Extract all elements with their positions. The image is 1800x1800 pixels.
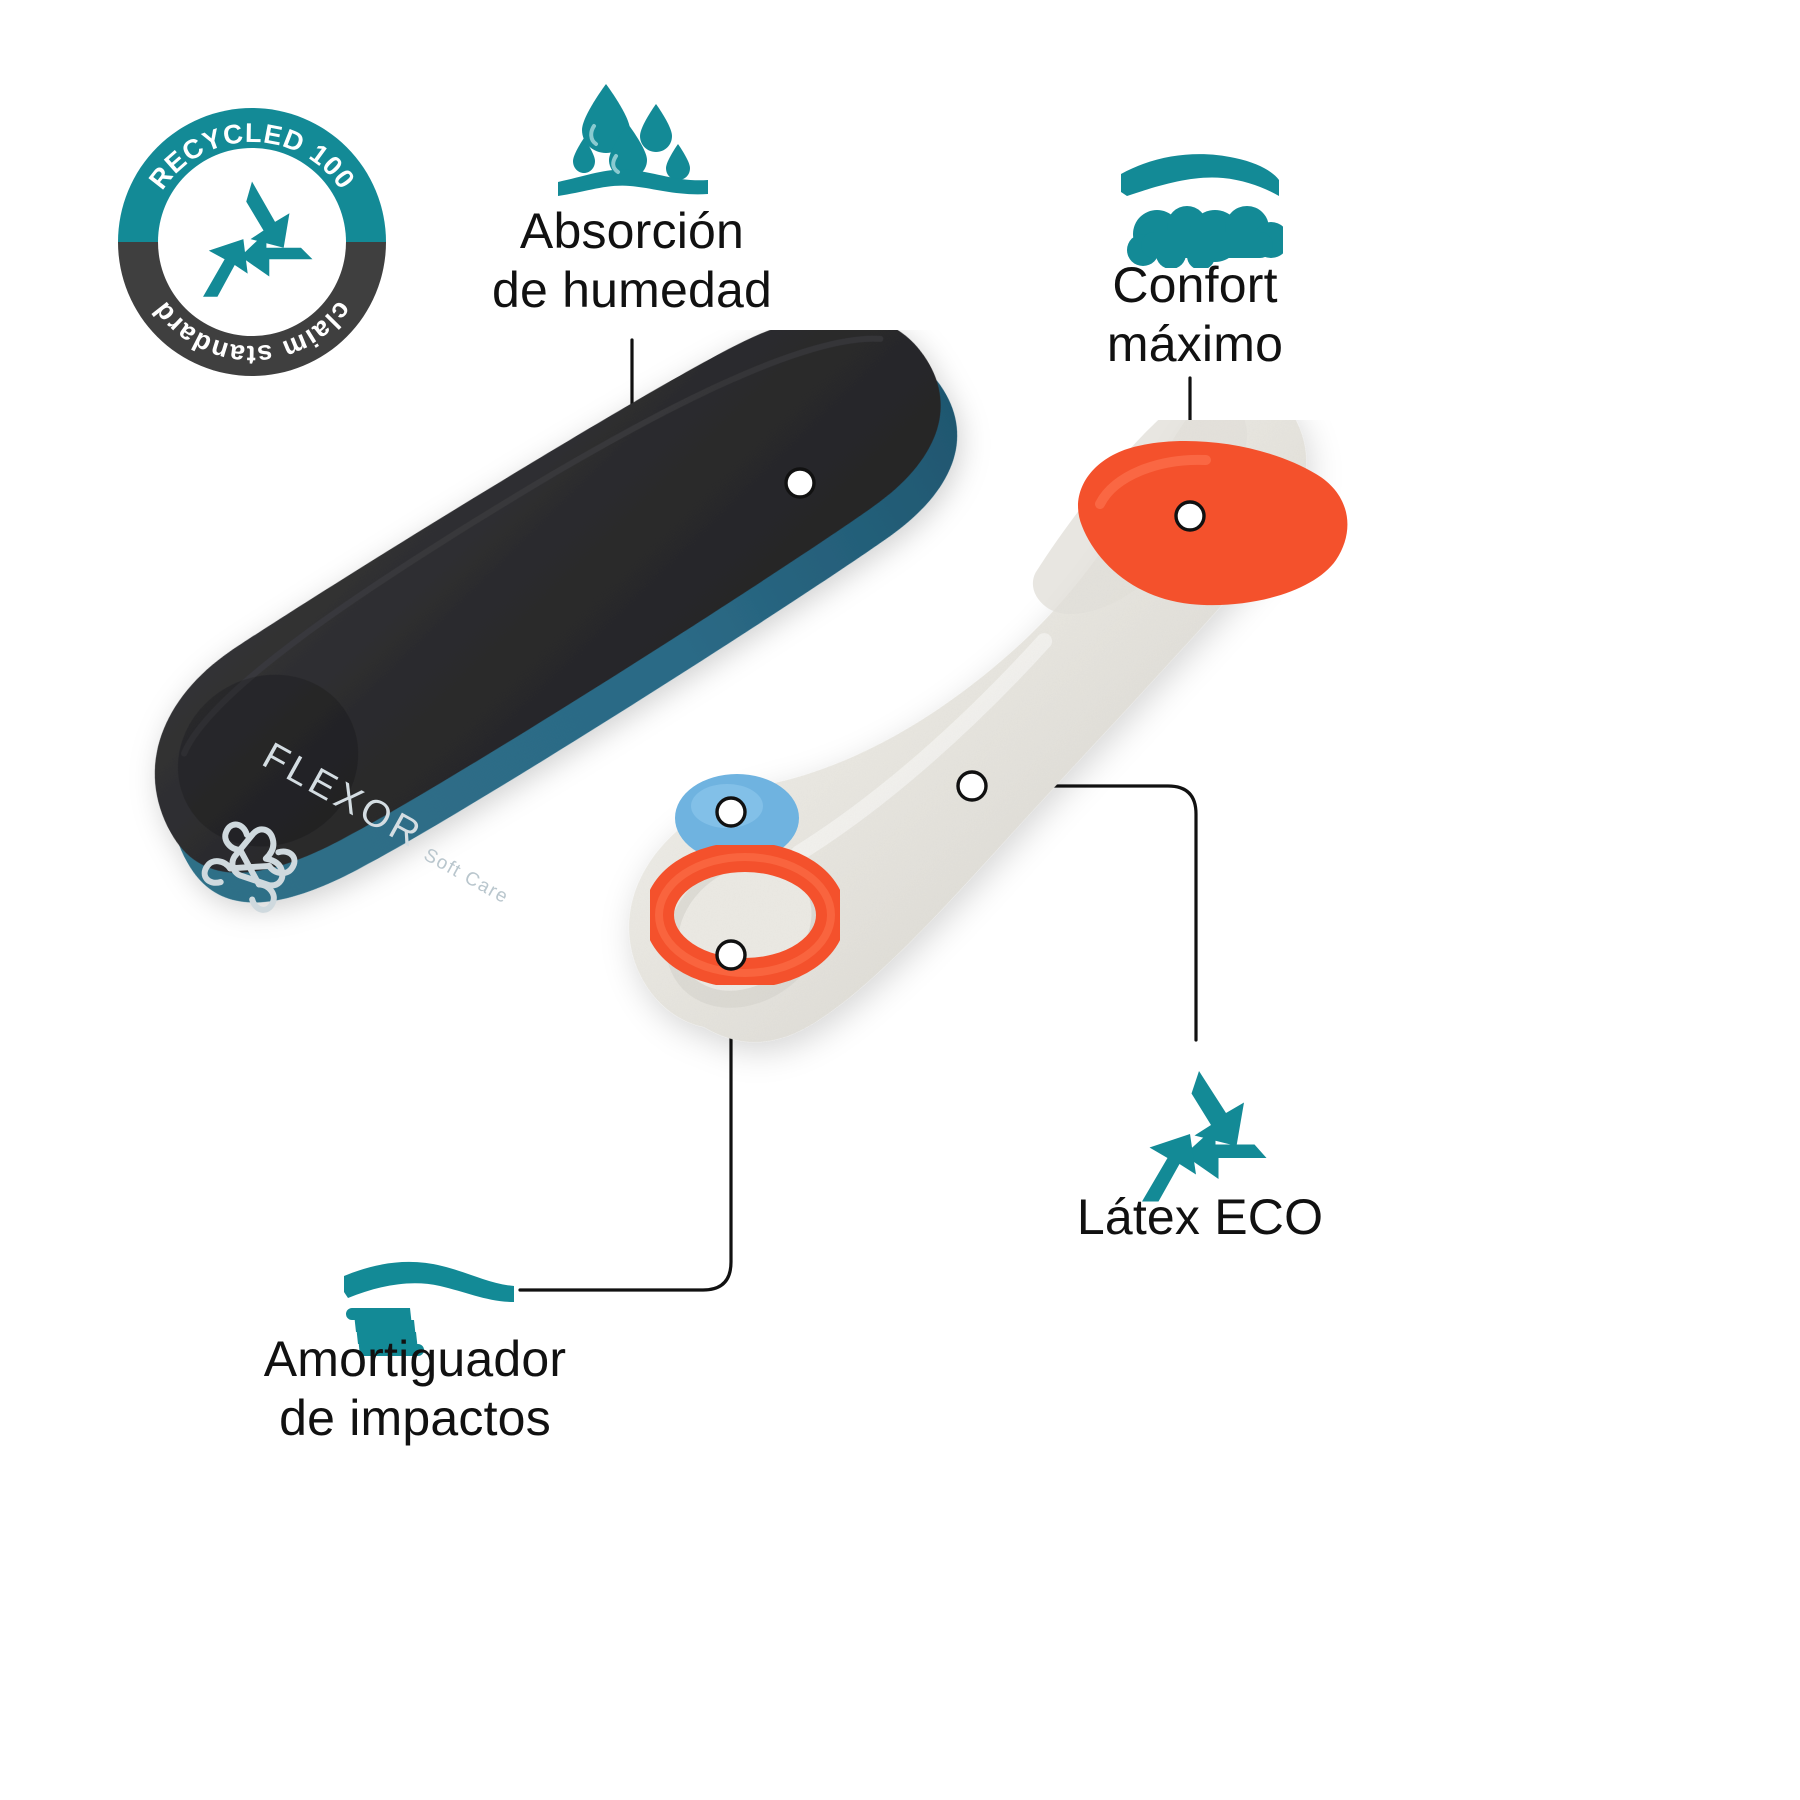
orange-heel-pad xyxy=(1078,441,1348,606)
feature-label-confort: Confort máximo xyxy=(1106,257,1284,372)
flexor-x-icon xyxy=(229,826,286,889)
dot-amortiguador-bottom xyxy=(715,939,747,971)
badge-inner-disc xyxy=(158,148,346,336)
dot-latex xyxy=(956,770,988,802)
orange-shock-ring xyxy=(650,845,840,985)
recycle-icon-latex xyxy=(1142,1071,1267,1202)
spring-cushion-icon xyxy=(344,1261,514,1356)
cloud-comfort-icon xyxy=(1121,154,1283,268)
dot-amortiguador-top xyxy=(715,796,747,828)
flexor-x-mark-icon xyxy=(201,821,298,913)
badge-curved-text: RECYCLED 100 claim standard xyxy=(143,118,360,370)
feature-label-absorcion: Absorción de humedad xyxy=(491,203,772,318)
recycled-claim-standard-badge: RECYCLED 100 claim standard xyxy=(118,108,386,376)
dot-absorcion xyxy=(784,467,816,499)
water-drops-icon xyxy=(558,84,708,196)
feature-label-latex: Látex ECO xyxy=(1076,1189,1324,1245)
feature-label-amortiguador: Amortiguador de impactos xyxy=(263,1331,567,1446)
black-insole-top-view xyxy=(154,330,958,903)
dot-confort xyxy=(1174,500,1206,532)
recycle-icon xyxy=(203,181,313,297)
